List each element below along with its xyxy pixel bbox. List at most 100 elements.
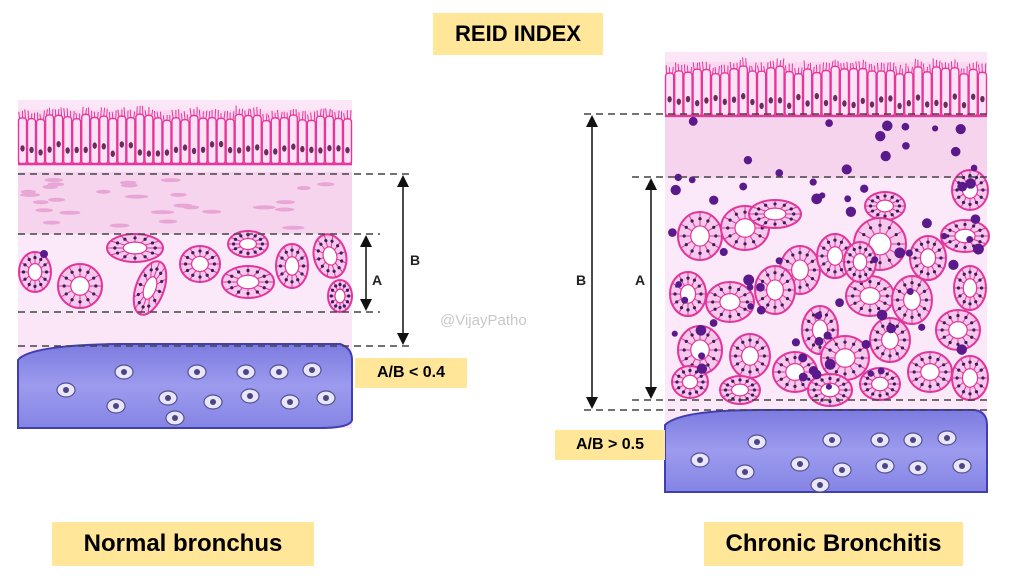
gland-cell-nucleus <box>956 342 960 346</box>
inflammatory-cell <box>877 367 885 375</box>
gland-cell-nucleus <box>246 268 250 273</box>
gland-lumen <box>239 237 258 251</box>
gland-cell-nucleus <box>185 255 190 260</box>
inflammatory-cell <box>894 247 906 259</box>
fibroblast <box>42 220 61 225</box>
gland-cell-nucleus <box>757 207 761 211</box>
cilia <box>751 65 753 72</box>
gland-cell-nucleus <box>760 297 765 301</box>
columnar-cell <box>848 68 859 117</box>
cilia <box>144 110 147 116</box>
inflammatory-cell <box>970 214 981 224</box>
gland-cell-nucleus <box>881 352 885 356</box>
cell-nucleus <box>309 146 314 154</box>
gland-cell-nucleus <box>43 263 47 267</box>
cell-nucleus <box>787 102 792 110</box>
gland-cell-nucleus <box>785 297 790 301</box>
gland-cell-nucleus <box>70 270 74 274</box>
inflammatory-cell <box>956 344 967 355</box>
gland-cell-nucleus <box>115 241 120 245</box>
gland-lumen <box>765 279 784 301</box>
gland-cell-nucleus <box>78 268 82 272</box>
gland-cell-nucleus <box>764 221 768 225</box>
cilia <box>941 62 943 69</box>
inflammatory-cell <box>696 363 708 374</box>
gland-cell-nucleus <box>734 354 738 358</box>
cell-nucleus <box>980 95 985 103</box>
cell-nucleus <box>101 143 106 150</box>
gland-lumen <box>790 259 809 281</box>
gland-cell-nucleus <box>974 390 979 394</box>
gland-cell-nucleus <box>239 250 243 254</box>
gland-cell-nucleus <box>699 386 703 390</box>
fibroblast <box>59 210 81 215</box>
gland-cell-nucleus <box>686 276 690 280</box>
gland-cell-nucleus <box>755 368 759 372</box>
cilia <box>162 115 165 121</box>
gland-cell-nucleus <box>714 348 718 352</box>
gland-cell-nucleus <box>345 288 350 292</box>
gland-cell-nucleus <box>735 346 740 350</box>
gland-lumen <box>962 278 978 298</box>
normal-epithelium <box>17 105 353 166</box>
fibroblast <box>33 200 49 205</box>
gland-cell-nucleus <box>329 294 333 298</box>
gland-cell-nucleus <box>743 307 747 311</box>
gland-lumen <box>852 253 868 272</box>
cell-nucleus <box>155 150 161 157</box>
cilia <box>73 111 75 119</box>
gland-cell-nucleus <box>750 383 755 387</box>
inflammatory-cell <box>955 124 966 135</box>
gland-lumen <box>880 330 899 350</box>
inflammatory-cell <box>671 330 678 337</box>
chondrocyte-nucleus <box>287 399 293 405</box>
fibroblast <box>252 205 276 210</box>
chondrocyte-nucleus <box>113 403 119 409</box>
cilia <box>46 109 48 116</box>
gland-cell-nucleus <box>892 382 897 386</box>
gland-cell-nucleus <box>957 195 961 199</box>
columnar-cell <box>270 117 280 165</box>
gland-cell-nucleus <box>875 330 880 334</box>
chondrocyte-nucleus <box>210 399 216 405</box>
gland-cell-nucleus <box>968 392 972 396</box>
gland-cell-nucleus <box>316 249 320 253</box>
gland-cell-nucleus <box>335 244 340 248</box>
columnar-cell <box>44 114 55 165</box>
gland-cell-nucleus <box>957 384 961 388</box>
columnar-cell <box>950 67 960 117</box>
gland-cell-nucleus <box>198 275 202 279</box>
gland-cell-nucleus <box>903 283 907 287</box>
gland-cell-nucleus <box>839 268 844 272</box>
gland-acinus <box>820 335 870 381</box>
gland-cell-nucleus <box>62 284 66 288</box>
columnar-cell <box>756 70 767 117</box>
gland-cell-nucleus <box>713 293 717 297</box>
columnar-cell <box>876 70 886 117</box>
fibroblast <box>20 192 41 197</box>
cilia <box>708 64 711 70</box>
gland-cell-nucleus <box>944 370 948 374</box>
gland-cell-nucleus <box>738 378 742 382</box>
cilia <box>683 64 686 73</box>
gland-cell-nucleus <box>956 286 961 290</box>
cell-nucleus <box>713 94 718 102</box>
gland-cell-nucleus <box>136 292 140 297</box>
gland-cell-nucleus <box>968 202 972 206</box>
gland-cell-nucleus <box>159 271 163 275</box>
gland-cell-nucleus <box>812 268 817 272</box>
cilia <box>189 108 192 116</box>
gland-cell-nucleus <box>719 287 723 292</box>
cilia <box>886 62 889 71</box>
gland-cell-nucleus <box>191 251 195 255</box>
gland-cell-nucleus <box>807 377 811 381</box>
gland-cell-nucleus <box>912 370 916 374</box>
cilia <box>929 64 931 72</box>
gland-cell-nucleus <box>937 248 941 252</box>
gland-cell-nucleus <box>677 374 681 378</box>
fibroblast <box>296 186 311 191</box>
gland-cell-nucleus <box>793 356 797 360</box>
cell-nucleus <box>731 96 737 103</box>
gland-cell-nucleus <box>979 195 983 199</box>
gland-cell-nucleus <box>955 188 959 192</box>
